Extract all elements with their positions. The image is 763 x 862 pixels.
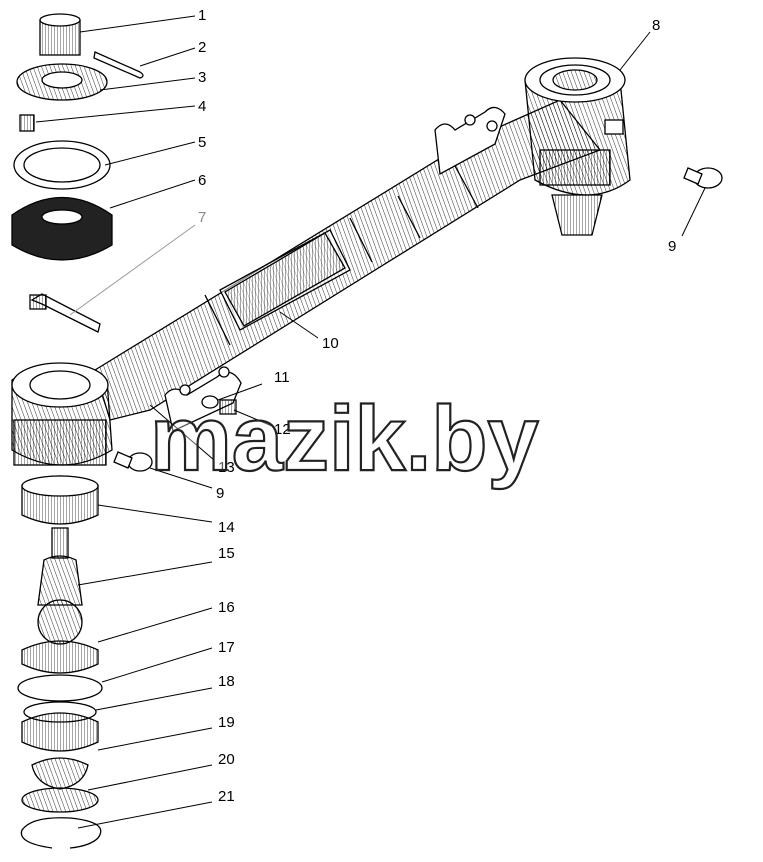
ring-16 (21, 640, 99, 674)
watermark-text: mazik.by (150, 388, 539, 490)
callout-2: 2 (198, 39, 206, 56)
seal-washer (16, 63, 108, 101)
tie-rod-end-left (11, 362, 113, 466)
callout-18: 18 (218, 673, 235, 690)
callout-5: 5 (198, 134, 206, 151)
rubber-boot (11, 196, 113, 261)
castle-nut (39, 13, 81, 56)
bolt-small (19, 114, 35, 132)
callout-21: 21 (218, 788, 235, 805)
callout-6: 6 (198, 172, 206, 189)
callout-12: 12 (274, 421, 291, 438)
callout-9-right: 9 (668, 238, 676, 255)
callout-14: 14 (218, 519, 235, 536)
nut-washer (201, 395, 237, 415)
callout-13: 13 (218, 459, 235, 476)
clamp-lugs-upper (434, 106, 506, 176)
callout-8: 8 (652, 17, 660, 34)
o-ring-17 (17, 674, 103, 702)
callout-17: 17 (218, 639, 235, 656)
callout-numbers: 1 2 3 4 5 6 7 8 9 9 10 11 12 13 14 15 16… (198, 7, 676, 805)
callout-19: 19 (218, 714, 235, 731)
callout-4: 4 (198, 98, 206, 115)
callout-20: 20 (218, 751, 235, 768)
plate-20 (21, 787, 99, 813)
leader-lines (35, 15, 706, 829)
callout-10: 10 (322, 335, 339, 352)
callout-1: 1 (198, 7, 206, 24)
clamp-bolt (29, 293, 101, 333)
grease-fitting-right (683, 167, 723, 189)
callout-15: 15 (218, 545, 235, 562)
callout-7: 7 (198, 209, 206, 226)
spring-cup-20 (31, 757, 89, 790)
callout-3: 3 (198, 69, 206, 86)
ring-14 (21, 475, 99, 525)
callout-11: 11 (274, 369, 290, 386)
snap-ring-21 (20, 817, 102, 849)
callout-16: 16 (218, 599, 235, 616)
grease-fitting-left (113, 451, 153, 472)
tie-rod-tube (94, 99, 602, 421)
cover-plate (13, 140, 111, 190)
cotter-pin (93, 51, 144, 79)
ring-19 (21, 712, 99, 752)
tie-rod-end-right (524, 57, 631, 236)
callout-9-left: 9 (216, 485, 224, 502)
ball-pin (37, 527, 83, 645)
